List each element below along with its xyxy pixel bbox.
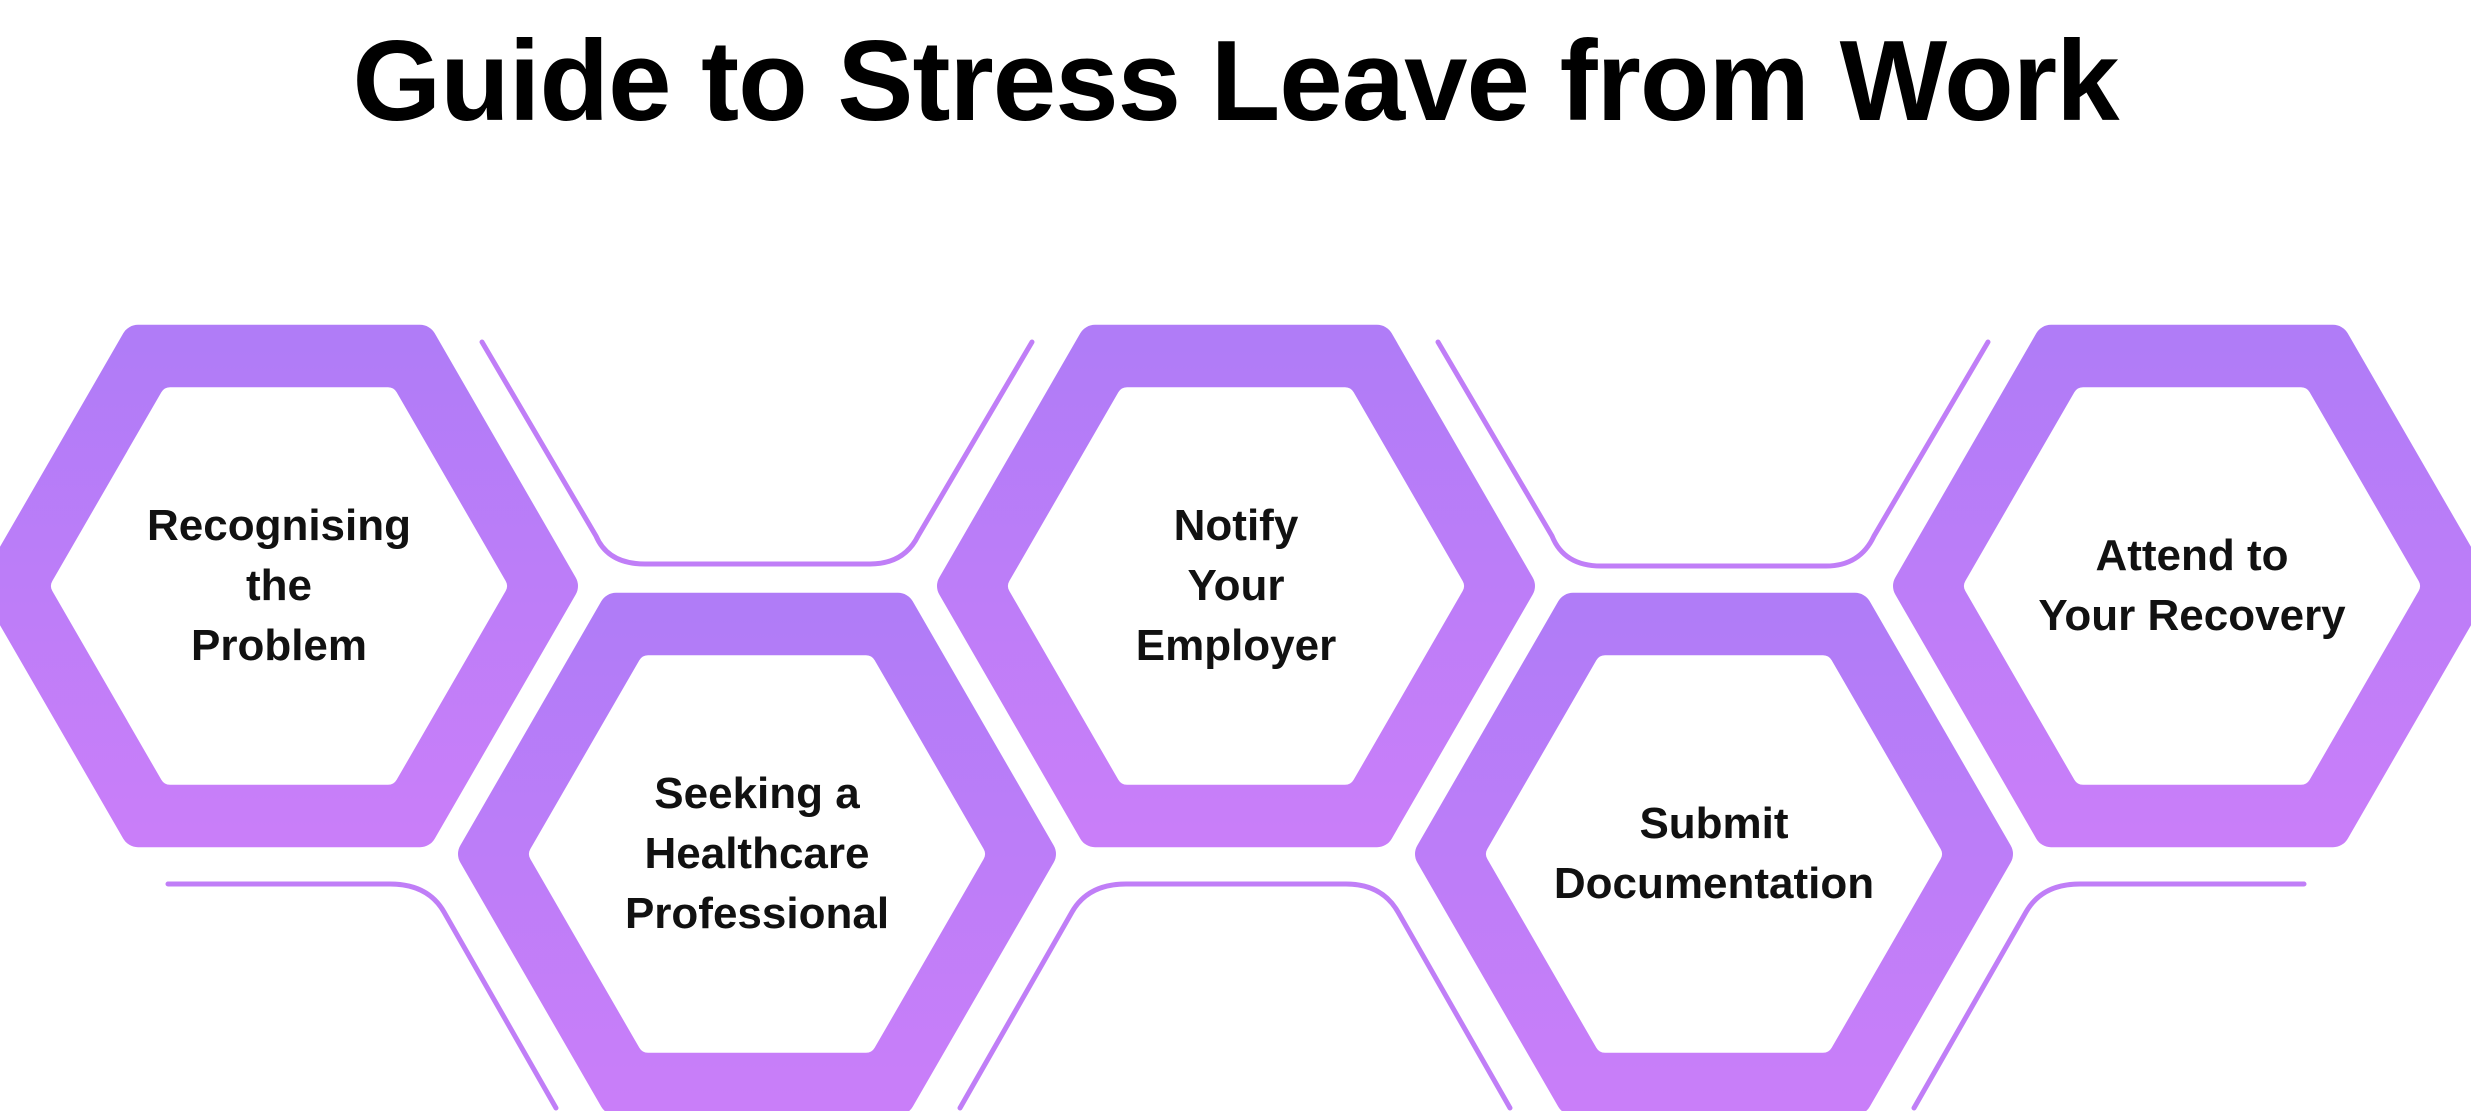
connector-top-1 bbox=[479, 339, 1035, 567]
step-label-notify-your-employer: Notify Your Employer bbox=[1135, 501, 1337, 670]
connector-bottom-3 bbox=[1911, 881, 2307, 1111]
connector-bottom-2 bbox=[957, 881, 1513, 1111]
hexagon-inner-recognising-the-problem bbox=[51, 387, 507, 785]
hexagon-inner-submit-documentation bbox=[1486, 655, 1942, 1053]
connector-bottom-1 bbox=[165, 881, 559, 1111]
hexagon-inner-seeking-healthcare-professional bbox=[529, 655, 985, 1053]
hexagon-inner-attend-to-your-recovery bbox=[1964, 387, 2420, 785]
connector-top-2 bbox=[1435, 339, 1991, 569]
hexagon-inner-notify-your-employer bbox=[1008, 387, 1464, 785]
step-label-submit-documentation: Submit Documentation bbox=[1553, 799, 1875, 908]
step-label-seeking-healthcare-professional: Seeking a Healthcare Professional bbox=[624, 769, 890, 938]
step-label-recognising-the-problem: Recognising the Problem bbox=[146, 501, 412, 670]
step-label-attend-to-your-recovery: Attend to Your Recovery bbox=[2038, 531, 2346, 640]
page-title: Guide to Stress Leave from Work bbox=[352, 18, 2119, 145]
